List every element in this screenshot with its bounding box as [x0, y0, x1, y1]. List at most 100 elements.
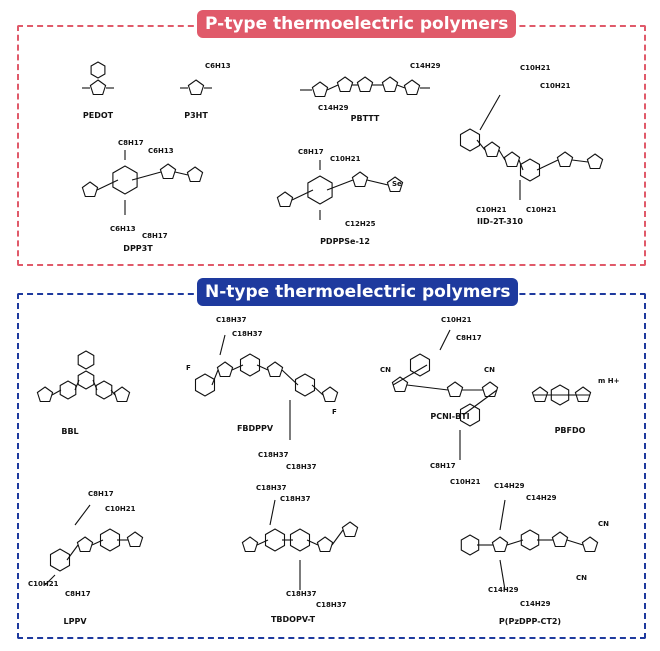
bond: [51, 389, 62, 396]
bond: [518, 159, 524, 171]
ring: [574, 386, 592, 403]
substituent: C10H21: [330, 155, 361, 163]
ring: [551, 531, 569, 548]
polymer-label-lppv: LPPV: [63, 617, 87, 626]
substituent: C10H21: [476, 206, 507, 214]
substituent: C10H21: [105, 505, 136, 513]
polymer-label-pbttt: PBTTT: [350, 114, 380, 123]
substituent: C18H37: [258, 451, 289, 459]
bond: [269, 499, 276, 526]
ring: [336, 76, 354, 93]
bond: [211, 369, 219, 386]
substituent: C18H37: [286, 590, 317, 598]
ring: [276, 191, 294, 208]
substituent: C14H29: [410, 62, 441, 70]
ring: [289, 528, 311, 552]
bond: [219, 334, 226, 356]
ring: [351, 171, 369, 188]
substituent: C8H17: [430, 462, 456, 470]
ring: [294, 373, 316, 397]
bond: [306, 539, 319, 546]
bond: [571, 159, 589, 163]
substituent: C8H17: [88, 490, 114, 498]
substituent: C8H17: [142, 232, 168, 240]
substituent: CN: [484, 366, 495, 374]
substituent: F: [186, 364, 191, 372]
ring: [311, 81, 329, 98]
ring: [266, 361, 284, 378]
ring: [186, 166, 204, 183]
ring: [356, 76, 374, 93]
ring: [216, 361, 234, 378]
bond: [311, 384, 324, 396]
substituent: C18H37: [286, 463, 317, 471]
ring: [341, 521, 359, 538]
substituent: C14H29: [494, 482, 525, 490]
ring: [76, 536, 94, 553]
ring: [381, 76, 399, 93]
ring: [241, 536, 259, 553]
polymer-label-ppzdppct2: P(PzDPP-CT2): [498, 617, 562, 626]
substituent: C8H17: [118, 139, 144, 147]
substituent: C14H29: [526, 494, 557, 502]
ring: [460, 534, 480, 556]
polymer-label-fbdppv: FBDPPV: [236, 424, 274, 433]
substituent: C14H29: [520, 600, 551, 608]
polymer-label-bbl: BBL: [61, 427, 79, 436]
ring: [77, 370, 95, 390]
bond: [506, 539, 524, 546]
bond: [110, 389, 116, 396]
bond: [92, 379, 98, 391]
ring: [59, 380, 77, 400]
bond: [536, 159, 559, 171]
bond: [406, 384, 449, 391]
bond: [499, 559, 506, 591]
substituent: C18H37: [232, 330, 263, 338]
ring: [36, 386, 54, 403]
bond: [44, 574, 56, 586]
bond: [291, 189, 314, 201]
n-type-title: N-type thermoelectric polymers: [197, 278, 519, 306]
p-type-title: P-type thermoelectric polymers: [197, 10, 517, 38]
ring: [520, 529, 540, 551]
ring: [531, 386, 549, 403]
substituent: C8H17: [65, 590, 91, 598]
substituent: Se: [392, 180, 402, 188]
bond: [256, 539, 269, 546]
bond: [74, 504, 91, 526]
substituent: CN: [598, 520, 609, 528]
bond: [326, 179, 354, 191]
ring: [483, 141, 501, 158]
substituent: C18H37: [316, 601, 347, 609]
bond: [281, 369, 299, 386]
bond: [66, 544, 79, 561]
ring: [391, 376, 409, 393]
ring: [386, 176, 404, 193]
ring: [126, 531, 144, 548]
bond: [476, 139, 486, 151]
ring: [446, 381, 464, 398]
ring: [112, 165, 138, 195]
substituent: C10H21: [28, 580, 59, 588]
bond: [231, 364, 244, 371]
ring: [481, 381, 499, 398]
polymer-label-tbdopvt: TBDOPV-T: [270, 615, 316, 624]
ring: [503, 151, 521, 168]
substituent: C14H29: [318, 104, 349, 112]
ring: [77, 350, 95, 370]
substituent: C8H17: [298, 148, 324, 156]
substituent: C18H37: [280, 495, 311, 503]
bond: [326, 84, 339, 91]
ring: [491, 536, 509, 553]
ring: [90, 61, 106, 79]
bond: [331, 529, 344, 546]
substituent: C12H25: [345, 220, 376, 228]
ring: [403, 79, 421, 96]
bond: [174, 171, 189, 176]
substituent: CN: [576, 574, 587, 582]
bond: [396, 84, 406, 89]
substituent: C10H21: [540, 82, 571, 90]
polymer-label-dpp3t: DPP3T: [123, 244, 153, 253]
ring: [321, 386, 339, 403]
